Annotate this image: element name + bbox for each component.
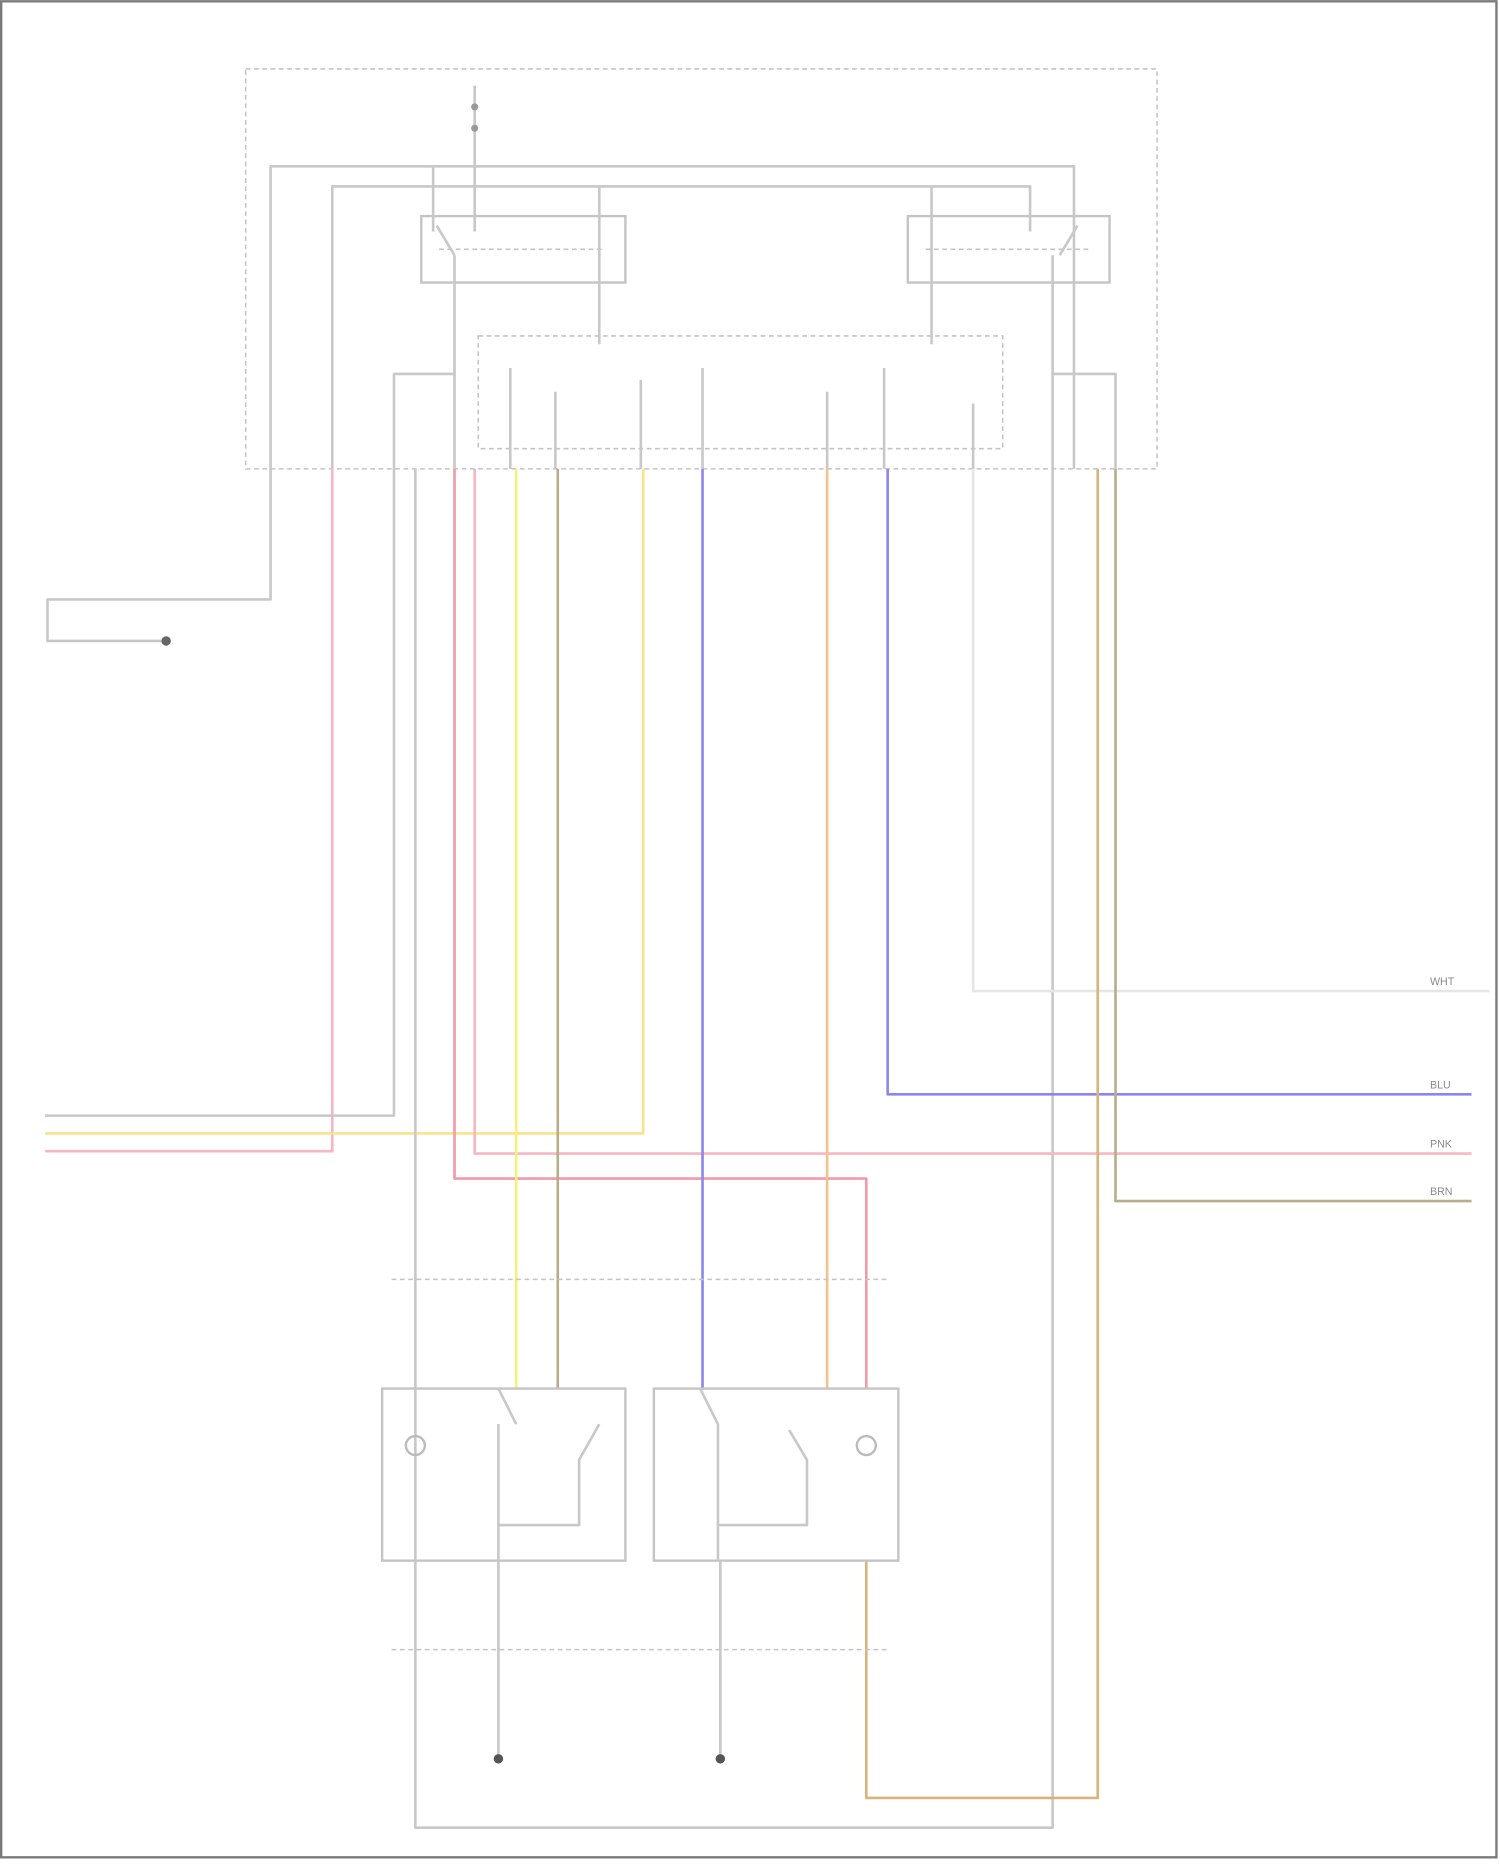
right-door-lock-actuator	[654, 1389, 898, 1561]
light-yellow-wire	[45, 469, 643, 1134]
module-pin-stubs	[510, 368, 973, 469]
wire-label-pnk: PNK	[1430, 1139, 1452, 1151]
ground-icon	[494, 1754, 503, 1763]
wire-label-brn: BRN	[1430, 1186, 1453, 1198]
brown-wire	[1116, 469, 1472, 1201]
relay-switch-icon	[437, 226, 455, 256]
gray-loop-wire	[415, 469, 1052, 1828]
ground-icon	[716, 1754, 725, 1763]
branch-wire	[394, 374, 455, 469]
branch-wire	[1053, 374, 1116, 469]
control-module-outline	[478, 336, 1003, 449]
wire-label-blu: BLU	[1430, 1079, 1451, 1091]
left-door-lock-actuator	[382, 1389, 625, 1561]
splice-icon	[471, 125, 478, 132]
ground-icon	[161, 636, 170, 645]
blue-right-wire	[888, 469, 1472, 1094]
second-bus-wire	[332, 186, 1030, 468]
motor-actuator-icon	[857, 1436, 876, 1455]
ground-wire	[498, 1561, 720, 1757]
ground-harness-wire	[47, 469, 270, 641]
white-wire	[973, 469, 1489, 991]
top-bus-wire	[271, 166, 1074, 469]
gray-wire	[45, 469, 394, 1116]
wire-label-wht: WHT	[1430, 976, 1455, 988]
splice-icon	[471, 103, 478, 110]
tan-wire	[866, 469, 1097, 1798]
pink-wire	[45, 469, 332, 1151]
